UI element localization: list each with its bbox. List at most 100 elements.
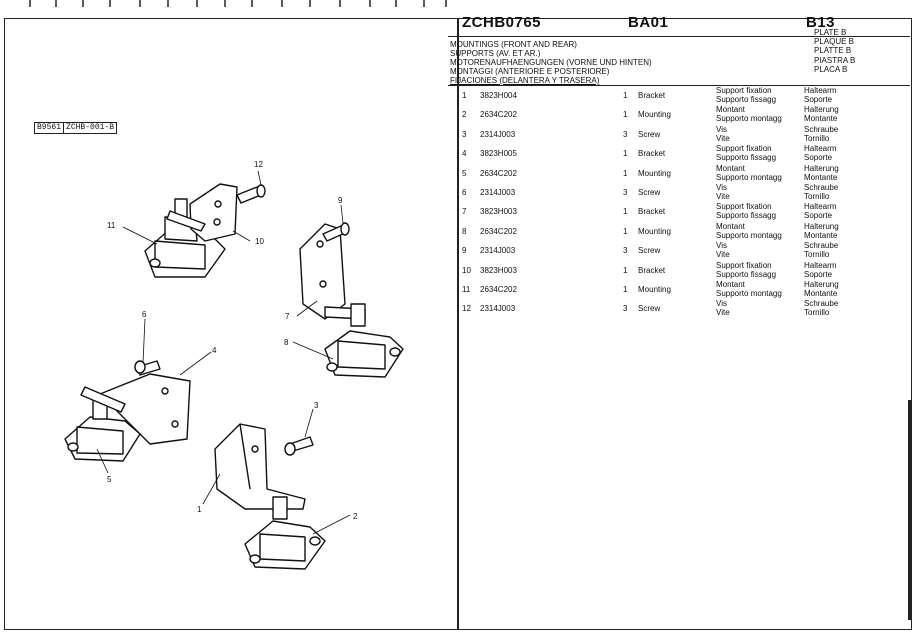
part-de1: Schraube [804, 183, 839, 192]
part-de1: Halterung [804, 280, 839, 289]
description-es: FIJACIONES (DELANTERA Y TRASERA) [450, 76, 600, 85]
callout-2: 2 [353, 512, 358, 521]
part-fr2: Supporto montagg [716, 172, 782, 182]
part-num: 11 [462, 285, 471, 294]
part-de2: Soporte [804, 211, 833, 221]
part-part: 2634C202 [480, 226, 517, 236]
plate-en: PLATE B [814, 28, 847, 37]
part-num: 10 [462, 265, 471, 275]
part-desc: Screw [638, 188, 661, 197]
drawing-reference-id: ZCHB-001-B [63, 123, 116, 133]
plate-de: PLATTE B [814, 46, 852, 56]
plate-it: PIASTRA B [814, 55, 856, 65]
part-qty: 1 [623, 207, 628, 217]
part-fr1: Support fixation [716, 144, 772, 154]
header-rule [448, 36, 910, 37]
part-fr2: Vite [716, 308, 730, 318]
part-desc: Mounting [638, 226, 671, 236]
part-fr1: Montant [716, 105, 745, 115]
description-en: MOUNTINGS (FRONT AND REAR) [450, 40, 577, 49]
rear-left-mount-assembly [144, 183, 266, 278]
part-de2: Tornillo [804, 308, 830, 318]
part-num: 2 [462, 110, 467, 120]
part-desc: Mounting [638, 285, 671, 294]
part-qty: 1 [623, 168, 628, 178]
part-de1: Halterung [804, 105, 839, 115]
assembly-description: MOUNTINGS (FRONT AND REAR) SUPPORTS (AV.… [450, 40, 652, 85]
plate-fr: PLAQUE B [814, 37, 855, 47]
part-fr2: Supporto fissagg [716, 211, 777, 221]
part-qty: 1 [623, 226, 628, 236]
part-fr2: Vite [716, 192, 730, 201]
part-fr1: Vis [716, 299, 727, 309]
part-fr2: Supporto montagg [716, 230, 782, 240]
part-fr2: Supporto fissagg [716, 153, 777, 163]
part-de1: Schraube [804, 124, 839, 134]
part-fr1: Support fixation [716, 202, 772, 212]
description-de: MOTORENAUFHAENGUNGEN (VORNE UND HINTEN) [450, 58, 652, 67]
part-de1: Halterung [804, 221, 839, 231]
front-right-mount-assembly [214, 423, 326, 570]
part-part: 2314J003 [480, 304, 516, 314]
part-qty: 1 [623, 91, 628, 100]
description-it: MONTAGGI (ANTERIORE E POSTERIORE) [450, 67, 610, 76]
part-fr1: Support fixation [716, 260, 772, 270]
part-part: 2314J003 [480, 246, 516, 256]
callout-9: 9 [338, 196, 343, 205]
plate-es: PLACA B [814, 64, 848, 74]
description-rule [448, 85, 910, 86]
part-qty: 1 [623, 110, 628, 120]
part-de2: Soporte [804, 153, 833, 163]
part-part: 2634C202 [480, 168, 517, 178]
part-num: 6 [462, 188, 467, 197]
part-fr1: Support fixation [716, 86, 772, 95]
part-desc: Bracket [638, 91, 666, 100]
part-fr1: Montant [716, 163, 745, 173]
section-code: B13 [806, 14, 836, 31]
callout-5: 5 [107, 475, 112, 484]
part-desc: Bracket [638, 265, 666, 275]
callout-6: 6 [142, 310, 147, 319]
exploded-parts-drawing: 12 11 10 9 7 8 6 4 5 3 1 2 [64, 160, 404, 570]
part-part: 3823H003 [480, 265, 517, 275]
callout-12: 12 [254, 160, 263, 169]
part-qty: 3 [623, 188, 628, 197]
part-de1: Haltearm [804, 86, 837, 95]
part-qty: 3 [623, 304, 628, 314]
callout-8: 8 [284, 338, 289, 347]
callout-11: 11 [107, 221, 116, 230]
drawing-reference-code: B9561 [37, 123, 62, 132]
part-de2: Montante [804, 230, 838, 240]
column-divider [457, 18, 459, 630]
part-fr2: Supporto montagg [716, 289, 782, 298]
part-num: 4 [462, 149, 467, 159]
part-qty: 1 [623, 265, 628, 275]
description-fr: SUPPORTS (AV. ET AR.) [450, 49, 541, 58]
part-fr1: Montant [716, 221, 745, 231]
drawing-reference: B9561 ZCHB-001-B [34, 122, 118, 134]
part-de2: Montante [804, 114, 838, 124]
part-desc: Screw [638, 129, 661, 139]
part-num: 3 [462, 129, 467, 139]
part-fr1: Vis [716, 241, 727, 251]
front-left-mount-assembly [64, 360, 191, 462]
part-desc: Bracket [638, 207, 666, 217]
part-de2: Tornillo [804, 133, 830, 143]
part-de1: Halterung [804, 163, 839, 173]
part-part: 3823H003 [480, 207, 517, 217]
part-num: 12 [462, 304, 471, 314]
group-code: BA01 [628, 14, 669, 31]
part-de1: Haltearm [804, 144, 837, 154]
callout-7: 7 [285, 312, 290, 321]
part-de1: Haltearm [804, 202, 837, 212]
part-num: 1 [462, 91, 467, 100]
part-desc: Screw [638, 304, 661, 314]
part-de1: Haltearm [804, 260, 837, 270]
part-de2: Soporte [804, 269, 833, 279]
